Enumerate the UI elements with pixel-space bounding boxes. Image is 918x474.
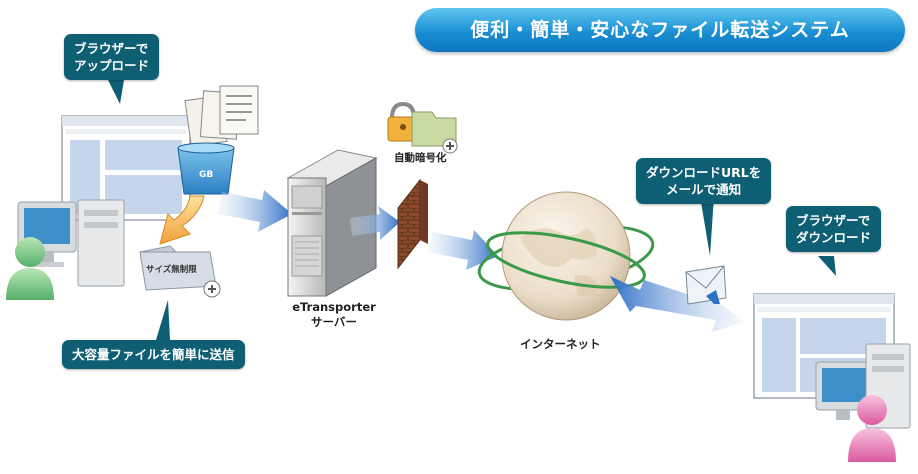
documents-icon [184, 85, 259, 147]
left-monitor [17, 199, 125, 287]
callout-tail-send [156, 300, 170, 340]
callout-tail-upload [108, 80, 124, 104]
page-title: 便利・簡単・安心なファイル転送システム [415, 8, 905, 52]
callout-download: ブラウザーで ダウンロード [786, 206, 882, 252]
envelope-icon [685, 265, 727, 305]
arrow-client-to-server [218, 190, 292, 232]
arrow-firewall-to-internet [428, 230, 498, 270]
arrow-internet-to-receiver [610, 276, 744, 332]
callout-upload-line2: アップロード [74, 58, 150, 73]
arrow-server-to-firewall [350, 206, 400, 240]
gb-container [177, 142, 235, 195]
upload-arrow [159, 195, 205, 245]
firewall-icon [397, 178, 428, 270]
encryption-label: 自動暗号化 [394, 152, 447, 164]
callout-notify-line1: ダウンロードURLを [646, 165, 762, 180]
user-green-icon [6, 237, 54, 300]
internet-label: インターネット [520, 337, 601, 351]
callout-tail-download [818, 256, 836, 276]
callout-upload-line1: ブラウザーで [74, 41, 149, 56]
size-unlimited-folder [139, 245, 221, 298]
size-unlimited-label: サイズ無制限 [146, 265, 197, 275]
callout-notify: ダウンロードURLを メールで通知 [636, 158, 772, 204]
folder-icon [411, 111, 458, 154]
padlock-icon [387, 101, 419, 142]
globe-icon [477, 191, 655, 321]
callout-notify-line2: メールで通知 [666, 182, 742, 197]
server-label-line1: eTransporter [292, 300, 376, 314]
server-label: eTransporter サーバー [278, 300, 390, 330]
user-pink-icon [848, 395, 896, 462]
gb-label: GB [199, 170, 214, 180]
callout-send: 大容量ファイルを簡単に送信 [62, 340, 245, 369]
callout-download-line1: ブラウザーで [796, 213, 871, 228]
server-label-line2: サーバー [311, 315, 357, 329]
callout-upload: ブラウザーで アップロード [64, 34, 160, 80]
callout-download-line2: ダウンロード [796, 230, 872, 245]
callout-tail-notify [700, 196, 714, 256]
